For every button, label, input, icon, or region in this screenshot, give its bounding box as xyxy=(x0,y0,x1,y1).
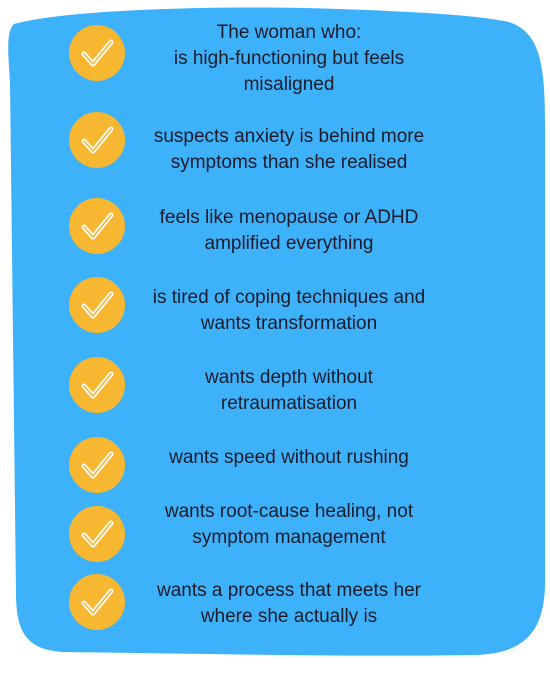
item-text: wants root-cause healing, not symptom ma… xyxy=(128,499,450,551)
item-text: wants depth without retraumatisation xyxy=(128,365,450,417)
item-text: wants a process that meets her where she… xyxy=(128,578,450,630)
item-text-line: where she actually is xyxy=(200,606,378,627)
item-text-line: suspects anxiety is behind more xyxy=(153,126,425,147)
checklist-card xyxy=(4,2,547,658)
item-text-line: retraumatisation xyxy=(220,393,358,414)
item-text-line: wants transformation xyxy=(200,313,378,334)
check-circle-icon xyxy=(69,25,125,81)
list-item: wants depth without retraumatisation xyxy=(0,356,550,416)
list-item: suspects anxiety is behind more symptoms… xyxy=(0,111,550,173)
card-background xyxy=(8,7,546,656)
check-circle-icon xyxy=(69,506,125,562)
list-item: wants a process that meets her where she… xyxy=(0,573,550,633)
item-text-line: symptoms than she realised xyxy=(170,152,408,173)
list-item: The woman who: is high-functioning but f… xyxy=(0,22,550,95)
item-text-line: feels like menopause or ADHD xyxy=(159,207,419,228)
item-text-line: misaligned xyxy=(243,74,335,95)
list-item: feels like menopause or ADHD amplified e… xyxy=(0,197,550,257)
item-text-line: is tired of coping techniques and xyxy=(152,287,426,308)
item-text-line: wants depth without xyxy=(205,367,373,388)
item-text-line: wants speed without rushing xyxy=(169,447,409,468)
item-text-line: wants a process that meets her xyxy=(156,580,421,601)
check-circle-icon xyxy=(69,277,125,333)
item-text-line: symptom management xyxy=(192,527,386,548)
item-text: The woman who: is high-functioning but f… xyxy=(128,20,450,98)
item-text: wants speed without rushing xyxy=(128,445,450,471)
list-item: wants root-cause healing, not symptom ma… xyxy=(0,501,550,565)
check-circle-icon xyxy=(69,198,125,254)
list-item: is tired of coping techniques and wants … xyxy=(0,276,550,336)
item-text: suspects anxiety is behind more symptoms… xyxy=(128,124,450,176)
item-text-line: The woman who: xyxy=(216,22,362,43)
item-text-line: is high-functioning but feels xyxy=(173,48,405,69)
check-circle-icon xyxy=(69,357,125,413)
check-circle-icon xyxy=(69,112,125,168)
check-circle-icon xyxy=(69,437,125,493)
list-item: wants speed without rushing xyxy=(0,436,550,496)
item-text: feels like menopause or ADHD amplified e… xyxy=(128,205,450,257)
check-circle-icon xyxy=(69,574,125,630)
item-text-line: wants root-cause healing, not xyxy=(164,501,414,522)
item-text-line: amplified everything xyxy=(204,233,374,254)
item-text: is tired of coping techniques and wants … xyxy=(128,285,450,337)
